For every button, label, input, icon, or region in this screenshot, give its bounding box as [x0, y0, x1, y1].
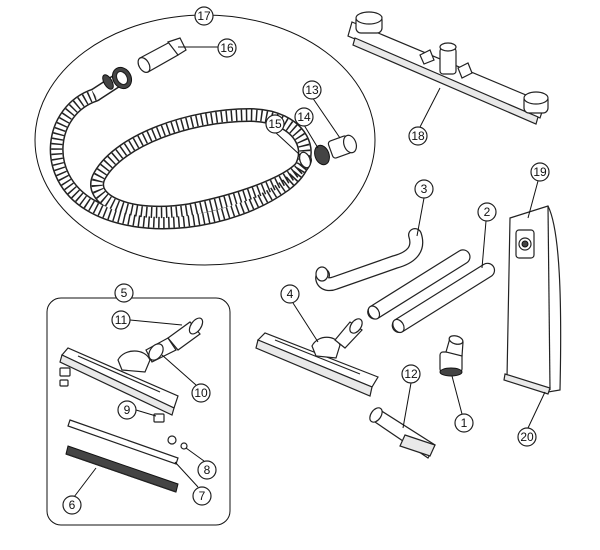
crevice-tool-part	[369, 407, 436, 459]
callout-1: 1	[461, 416, 468, 430]
callout-12: 12	[404, 367, 418, 381]
small-clip-parts	[59, 367, 188, 450]
floor-tool-part	[255, 318, 379, 397]
callout-15: 15	[268, 117, 282, 131]
tool-kit-floor-tool	[59, 317, 204, 416]
callout-10: 10	[194, 386, 208, 400]
callout-8: 8	[204, 463, 211, 477]
hose-kit-group	[34, 14, 376, 266]
hose-cuff-part	[137, 37, 187, 73]
hose-kit-outline	[34, 14, 376, 266]
filter-bag-part	[503, 205, 562, 395]
callout-20: 20	[520, 430, 534, 444]
coiled-hose	[49, 74, 312, 230]
callout-6: 6	[69, 498, 76, 512]
elbow-adapter-part	[439, 335, 464, 377]
callout-3: 3	[421, 182, 428, 196]
callout-9: 9	[124, 403, 131, 417]
callout-5: 5	[121, 286, 128, 300]
callout-11: 11	[115, 313, 128, 327]
callout-18: 18	[411, 129, 425, 143]
straight-wand-parts	[367, 249, 496, 334]
callout-17: 17	[197, 9, 211, 23]
ring-part	[298, 151, 312, 169]
swivel-connector-part	[102, 66, 133, 90]
callout-14: 14	[297, 110, 311, 124]
tool-kit-outline	[46, 297, 231, 526]
callout-7: 7	[199, 489, 206, 503]
hose-end-cuff-part	[327, 134, 358, 159]
callout-16: 16	[220, 41, 234, 55]
callout-4: 4	[287, 287, 294, 301]
callout-2: 2	[484, 205, 491, 219]
callout-19: 19	[533, 165, 547, 179]
callouts: 17 16 13 14 15 18 3 2 19 20	[62, 6, 550, 515]
squeegee-bar-part	[347, 11, 549, 125]
squeegee-blade-parts	[65, 419, 179, 493]
bent-wand-part	[315, 228, 424, 292]
nut-part	[314, 144, 330, 166]
callout-13: 13	[305, 83, 319, 97]
